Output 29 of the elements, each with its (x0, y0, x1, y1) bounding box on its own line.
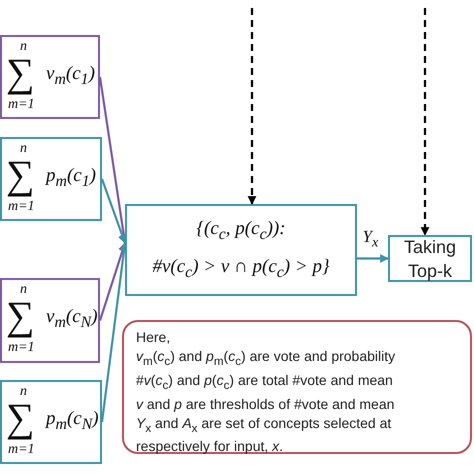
formula-box (0, 278, 100, 363)
lower-limit: m=1 (8, 199, 35, 215)
note-text: respectively for input, x. (136, 437, 284, 456)
note-text: v and p are thresholds of #vote and mean (136, 394, 396, 414)
formula-text: {(c$_{c}$, p(c$_{c}$)): (195, 218, 287, 244)
arrow (420, 8, 430, 236)
note-text: Y$_{x}$ and A$_{x}$ are set of concepts selected at (136, 414, 392, 436)
process-label: Taking Top-k (402, 236, 458, 282)
lower-limit: m=1 (8, 442, 35, 458)
note-text: Here, (136, 328, 172, 347)
note-box (122, 320, 472, 454)
note-text: v$_{m}$(c$_{c}$) and p$_{m}$(c$_{c}$) are vote and probability (136, 347, 396, 370)
formula-text: v$_{m}$(c$_{1}$) (46, 63, 95, 89)
formula-text: #v(c$_{c}$) > v ∩ p(c$_{c}$) > p} (151, 256, 331, 282)
lower-limit: m=1 (8, 97, 35, 113)
arrow (357, 254, 389, 263)
formula-box (0, 137, 102, 221)
arrow (248, 8, 256, 205)
formula-box (0, 35, 100, 119)
formula-text: v$_{m}$(c$_{N}$) (46, 306, 98, 332)
lower-limit: m=1 (8, 340, 35, 356)
formula-text: p$_{m}$(c$_{N}$) (46, 408, 99, 434)
formula-box (0, 380, 102, 464)
note-text: #v(c$_{c}$) and p(c$_{c}$) are total #vote and mean (136, 370, 394, 394)
formula-text: p$_{m}$(c$_{1}$) (46, 165, 96, 191)
process-box (388, 235, 472, 282)
arrow (100, 178, 126, 244)
condition-box (125, 204, 357, 296)
arrow (98, 242, 127, 321)
